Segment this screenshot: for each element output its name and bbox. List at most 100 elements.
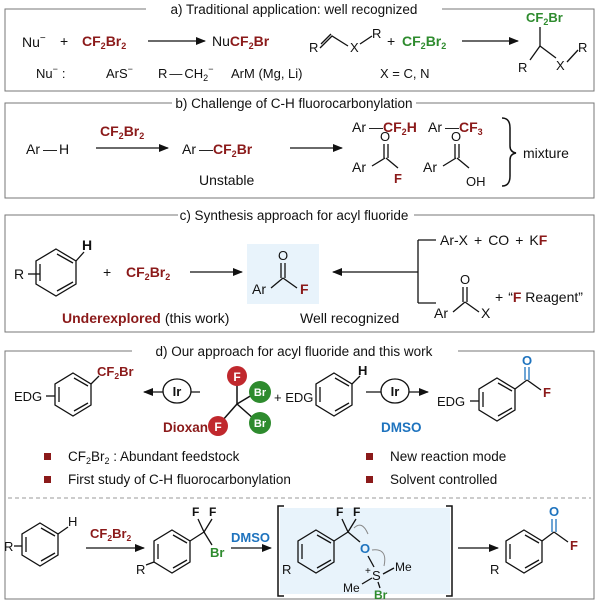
svg-text:EDG: EDG <box>437 394 465 409</box>
nu-cf2br-product: NuCF2Br <box>212 33 270 51</box>
bullet-marker <box>44 476 51 483</box>
svg-text:R: R <box>518 60 527 75</box>
aryl-cf2br-product: EDG CF2Br <box>14 364 134 417</box>
cf2br2-over-arrow: CF2Br2 <box>100 123 144 141</box>
svg-text:Ar: Ar <box>423 159 437 175</box>
svg-text:Ar: Ar <box>434 305 448 321</box>
cf2br2-reagent-c: CF2Br2 <box>126 264 170 282</box>
sulfonium-intermediate: R F F O + S Me Me Br <box>282 505 412 602</box>
acyl-fluoride-product: Ar O F <box>252 248 309 297</box>
underexplored-label: Underexplored(this work) <box>62 310 229 326</box>
iridium-catalyst-cycle-left: Ir <box>162 378 192 404</box>
nu-example-organometallic: ArM (Mg, Li) <box>231 66 303 81</box>
panel-b-title: b) Challenge of C-H fluorocarbonylation <box>175 96 412 111</box>
svg-text:O: O <box>460 272 470 287</box>
aryl-acyl-fluoride-product: R O F <box>490 504 578 577</box>
bullet-marker <box>366 476 373 483</box>
ar-cf3-byproduct: Ar—CF3 <box>428 119 483 137</box>
bullet-solvent: Solvent controlled <box>390 472 497 487</box>
ar-cf2br-intermediate: Ar—CF2Br <box>182 141 253 159</box>
arene-substrate: Ar—H <box>26 141 69 157</box>
svg-text:F: F <box>192 505 199 519</box>
plus-sign: + <box>60 33 68 49</box>
x-definition: X = C, N <box>380 66 430 81</box>
svg-text:F: F <box>209 505 216 519</box>
mechanism-substrate: R H <box>4 514 77 567</box>
svg-text:O: O <box>549 504 559 519</box>
dmso-mechanism: DMSO <box>231 530 270 545</box>
plus-sign-2: + <box>387 33 395 49</box>
cf2br2-mechanism-reagent: CF2Br2 <box>90 526 132 543</box>
svg-text:F: F <box>214 420 221 434</box>
bromine-atom-1 <box>249 381 271 403</box>
cf2br2-reagent-2: CF2Br2 <box>402 33 446 51</box>
nu-example-arylthiolate: ArS− <box>106 64 133 81</box>
plus-sign-c: + <box>103 264 111 280</box>
svg-text:H: H <box>358 363 367 378</box>
svg-text:F: F <box>543 385 551 400</box>
panel-d: d) Our approach for acyl fluoride and th… <box>4 343 595 602</box>
dmso-solvent: DMSO <box>381 420 422 435</box>
svg-text:X: X <box>556 58 565 73</box>
svg-text:Ar: Ar <box>252 281 266 297</box>
svg-text:R: R <box>372 26 381 41</box>
nucleophile-label: Nu− <box>22 33 46 50</box>
svg-text:CF2Br: CF2Br <box>97 364 134 381</box>
bullet-new-mode: New reaction mode <box>390 449 506 464</box>
well-recognized-label: Well recognized <box>300 310 399 326</box>
f-reagent-route: +“F Reagent” <box>495 289 583 305</box>
svg-text:Br: Br <box>210 545 224 560</box>
cf2br2-molecule: F F Br Br <box>208 366 271 436</box>
acyl-fluoride-byproduct: Ar O F <box>352 129 402 186</box>
feature-bullet-list: CF2Br2 : Abundant feedstock First study … <box>44 449 506 487</box>
svg-text:O: O <box>380 129 390 144</box>
acyl-derivative: Ar O X <box>434 272 491 321</box>
cf2br2-reagent: CF2Br2 <box>82 33 126 51</box>
svg-text:Br: Br <box>254 418 267 430</box>
svg-text:Br: Br <box>254 387 267 399</box>
svg-text:Ar: Ar <box>352 159 366 175</box>
dioxane-solvent: Dioxane <box>163 420 216 435</box>
svg-text:CF2Br: CF2Br <box>526 10 563 27</box>
svg-text:F: F <box>570 538 578 553</box>
svg-text:EDG: EDG <box>14 389 42 404</box>
svg-text:R: R <box>14 266 24 282</box>
svg-text:F: F <box>353 505 360 519</box>
svg-text:Me: Me <box>343 581 360 595</box>
svg-text:Me: Me <box>395 560 412 574</box>
svg-text:F: F <box>336 505 343 519</box>
panel-c: c) Synthesis approach for acyl fluoride … <box>4 207 595 333</box>
panel-b-border <box>4 102 595 199</box>
svg-text:S: S <box>372 568 381 583</box>
mixture-brace <box>501 117 517 187</box>
svg-text:O: O <box>451 129 461 144</box>
svg-text:H: H <box>82 237 92 253</box>
alkene-substrate: R X R <box>309 26 381 55</box>
svg-text:X: X <box>350 40 359 55</box>
svg-text:F: F <box>394 171 402 186</box>
substituted-arene: R H <box>14 237 92 297</box>
svg-text:R: R <box>490 562 499 577</box>
acyl-fluoride-highlight <box>247 244 319 304</box>
svg-text:R: R <box>4 539 13 554</box>
svg-text:Ir: Ir <box>173 384 182 399</box>
ar-cf2h-byproduct: Ar—CF2H <box>352 119 417 137</box>
svg-text:F: F <box>300 281 309 297</box>
transition-state-highlight <box>280 508 450 594</box>
aryl-cf2br-intermediate: R F F Br <box>136 505 224 577</box>
fluorine-atom-1 <box>227 366 247 386</box>
panel-d-title: d) Our approach for acyl fluoride and th… <box>156 344 433 359</box>
panel-a: a) Traditional application: well recogni… <box>4 1 595 92</box>
nu-list-label: Nu−: <box>36 64 66 81</box>
svg-text:R: R <box>578 40 587 55</box>
bullet-marker <box>44 453 51 460</box>
bullet-marker <box>366 453 373 460</box>
edg-aryl-acyl-fluoride: EDG O F <box>437 353 551 422</box>
svg-text:H: H <box>68 514 77 529</box>
svg-text:O: O <box>522 353 532 368</box>
panel-b: b) Challenge of C-H fluorocarbonylation … <box>4 95 595 199</box>
svg-text:+: + <box>365 566 371 577</box>
svg-text:O: O <box>278 248 288 263</box>
carboxylic-acid-byproduct: Ar O OH <box>423 129 486 189</box>
